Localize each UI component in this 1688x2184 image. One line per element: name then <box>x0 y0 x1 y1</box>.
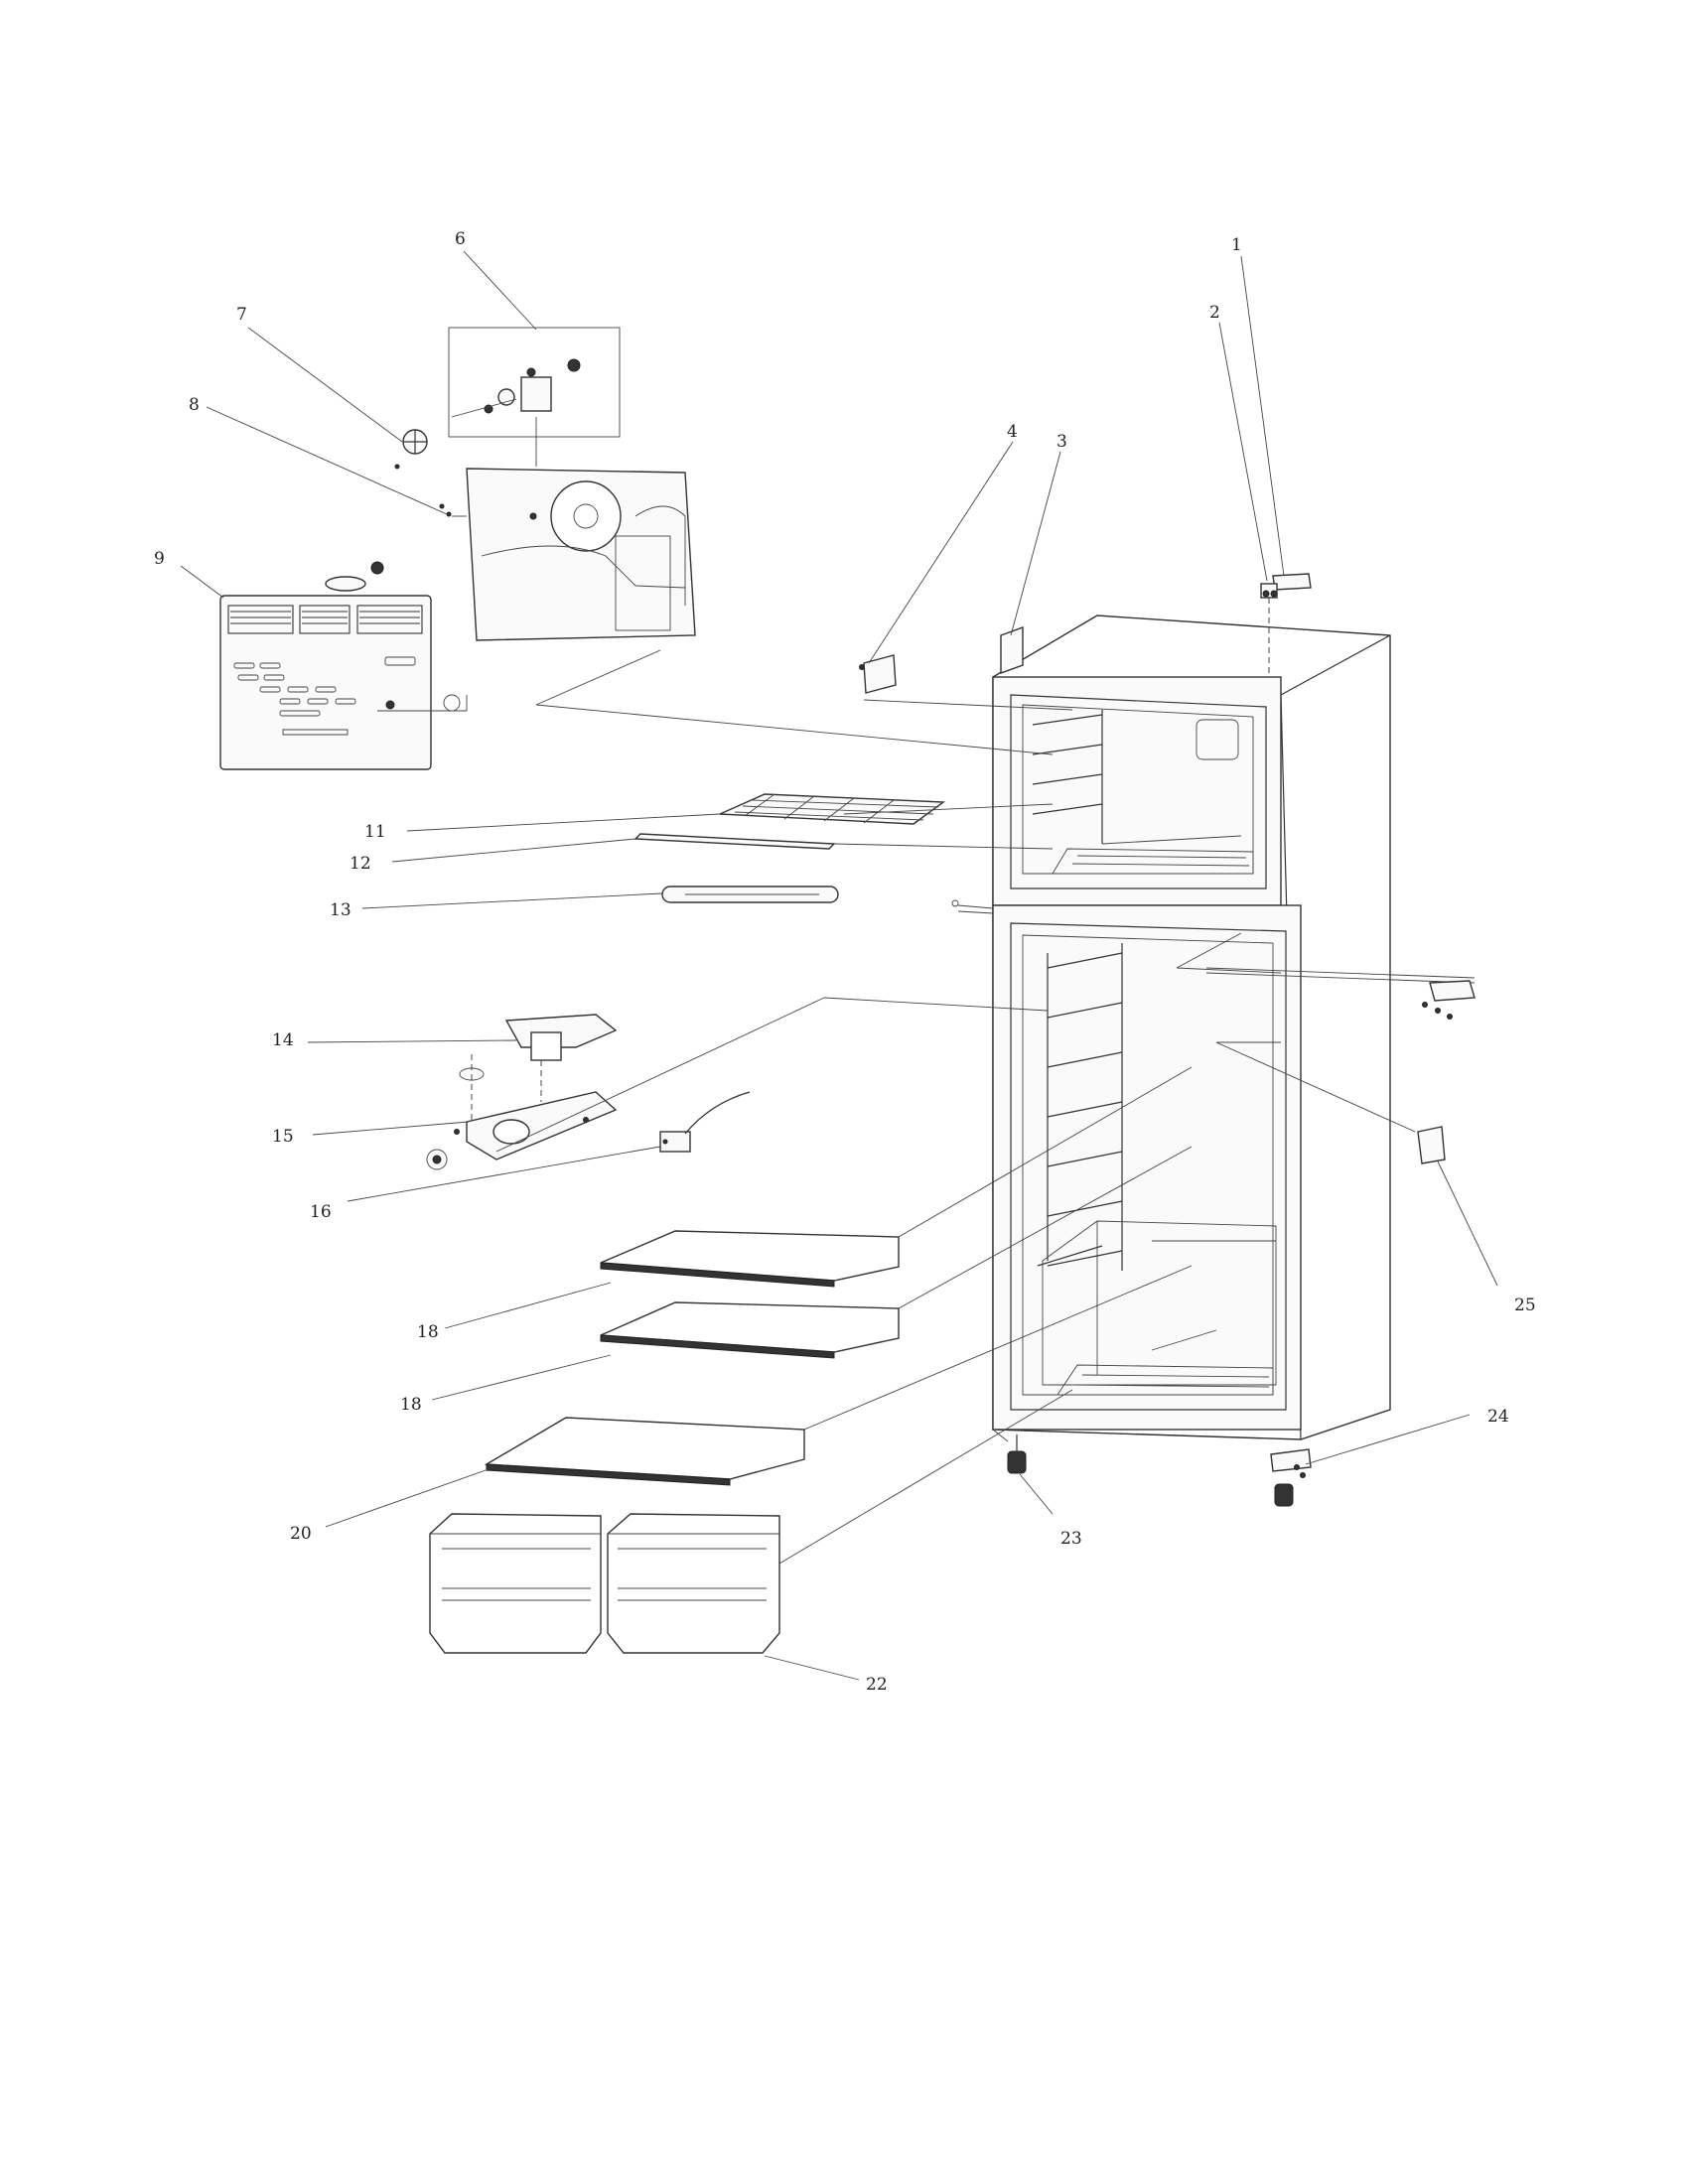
callout-6: 6 <box>455 229 466 249</box>
callout-25: 25 <box>1514 1296 1536 1315</box>
fan-blade <box>394 429 428 470</box>
freezer-wire-shelf <box>719 793 946 825</box>
freezer-side-rails <box>1032 710 1242 845</box>
callout-leader-lines <box>180 250 1498 1681</box>
thermostat-control-box <box>426 1054 618 1170</box>
lamp-socket-with-wire <box>659 1091 751 1153</box>
middle-hinge <box>951 899 994 914</box>
callout-4: 4 <box>1007 422 1018 442</box>
callout-7: 7 <box>236 305 247 325</box>
callout-24: 24 <box>1487 1407 1509 1427</box>
callout-22: 22 <box>866 1675 888 1695</box>
callout-15: 15 <box>272 1127 294 1147</box>
top-hinge-cover <box>1272 573 1312 591</box>
callout-12: 12 <box>350 854 371 874</box>
fresh-food-floor-grille <box>1056 1364 1274 1396</box>
callout-18-upper: 18 <box>417 1322 439 1342</box>
light-cover <box>859 654 1073 711</box>
freezer-rear-air-panel <box>219 561 468 770</box>
callout-16: 16 <box>310 1202 332 1222</box>
fan-motor-assembly-box <box>448 327 621 467</box>
crisper-drawer-right <box>607 1513 780 1654</box>
callout-numbers: 1 2 3 4 6 7 8 9 11 12 13 14 15 16 18 18 … <box>154 229 1536 1695</box>
top-hinge-assembly <box>1260 583 1278 675</box>
thermostat-housing-top <box>504 1014 618 1061</box>
assembly-reference-lines <box>495 649 1416 1565</box>
thermostat-knob-part <box>1417 1126 1446 1164</box>
refrigerator-cabinet <box>992 614 1391 1442</box>
callout-18-lower: 18 <box>400 1395 422 1415</box>
crisper-cover-shelf <box>484 1417 805 1486</box>
glass-shelf-upper <box>600 1230 900 1288</box>
callout-11: 11 <box>364 822 386 842</box>
callout-2: 2 <box>1209 303 1220 323</box>
left-hinge-cover <box>1000 626 1024 674</box>
leveling-foot-right <box>1270 1448 1312 1507</box>
callout-14: 14 <box>272 1030 294 1050</box>
callout-3: 3 <box>1056 432 1067 452</box>
callout-13: 13 <box>330 900 352 920</box>
door-stop-bracket <box>1205 967 1476 1020</box>
fresh-food-shelf-rails <box>1047 943 1123 1271</box>
crisper-drawer-left <box>429 1513 602 1654</box>
callout-23: 23 <box>1060 1529 1082 1549</box>
freezer-floor-grille <box>1052 848 1254 875</box>
callout-9: 9 <box>154 549 165 569</box>
callout-20: 20 <box>290 1524 312 1544</box>
evaporator-fan-housing <box>439 468 696 641</box>
callout-1: 1 <box>1231 235 1242 255</box>
callout-8: 8 <box>189 395 200 415</box>
glass-shelf-middle <box>600 1301 900 1359</box>
freezer-light-lens <box>661 886 839 903</box>
freezer-shelf-trim-strip <box>633 833 836 850</box>
leveling-foot-left <box>1007 1434 1027 1474</box>
